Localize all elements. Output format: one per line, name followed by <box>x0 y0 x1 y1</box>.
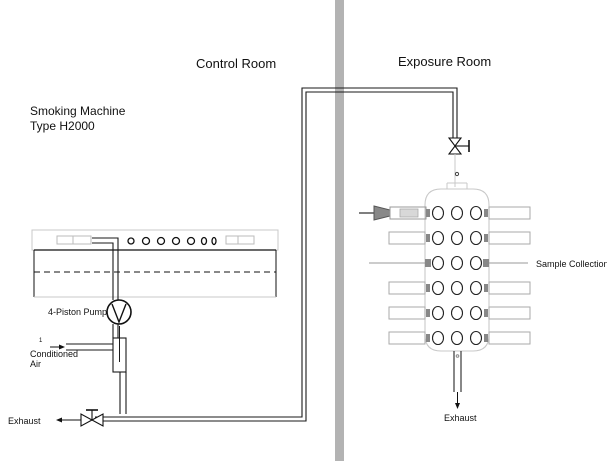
exposure-port <box>469 255 483 271</box>
exposure-ports <box>388 205 531 346</box>
machine-port <box>200 236 208 246</box>
tube-cap-right <box>484 309 488 317</box>
tube-cap-left <box>426 309 430 317</box>
transfer-pipe-outer <box>95 87 458 418</box>
tube-cap-right <box>484 209 488 217</box>
pump-label: 4-Piston Pump <box>48 307 107 317</box>
exposure-port <box>450 255 464 271</box>
air-arrow-head-icon <box>59 344 65 350</box>
exhaust-label-right: Exhaust <box>444 413 477 423</box>
exposure-port <box>469 205 483 221</box>
exposure-port <box>450 205 464 221</box>
tube-cap-right <box>484 334 488 342</box>
tray-cigarette-left-a <box>56 235 74 245</box>
tray-cigarette-right-a <box>225 235 239 245</box>
tube-cap-left <box>426 284 430 292</box>
chamber-inlet-valve <box>447 137 470 155</box>
machine-port <box>211 236 217 246</box>
exhaust-arrow-head-left-icon <box>56 417 62 423</box>
exhaust-valve-left <box>80 409 104 427</box>
exposure-port <box>469 230 483 246</box>
machine-port <box>141 236 151 246</box>
animal-tube-right <box>488 231 531 245</box>
exhaust-arrow-head-right-icon <box>455 403 460 409</box>
animal-tube-right <box>488 281 531 295</box>
animal-tube-left <box>388 306 426 320</box>
exposure-room-label: Exposure Room <box>398 54 491 69</box>
machine-name-label: Smoking Machine <box>30 104 126 118</box>
pump-symbol-icon <box>111 303 127 324</box>
animal-tube-left <box>388 331 426 345</box>
inlet-holder-hatch <box>399 208 419 218</box>
four-piston-pump <box>106 299 132 325</box>
tube-cap-right <box>484 234 488 242</box>
tube-cap-right <box>484 284 488 292</box>
air-label: Air <box>30 359 41 369</box>
machine-port <box>186 236 196 246</box>
exposure-port <box>431 205 445 221</box>
room-divider-wall <box>335 0 344 461</box>
machine-type-label: Type H2000 <box>30 119 95 133</box>
transfer-pipe-inner <box>95 91 454 422</box>
machine-port <box>127 237 135 245</box>
exposure-port <box>450 330 464 346</box>
exposure-port <box>431 280 445 296</box>
animal-tube-right <box>488 331 531 345</box>
smoking-machine <box>31 229 279 298</box>
valve-bowtie-icon <box>80 413 94 427</box>
exhaust-label-left: Exhaust <box>8 416 41 426</box>
exposure-port <box>431 255 445 271</box>
chamber-drain-dot <box>455 354 460 358</box>
tube-cap-left <box>426 234 430 242</box>
machine-port <box>171 236 181 246</box>
smoke-inlet-holder <box>359 205 427 221</box>
tube-cap-left <box>426 334 430 342</box>
pipe-tray-to-pump-inner <box>92 242 114 300</box>
exposure-port <box>469 330 483 346</box>
air-marker-label: 1 <box>39 338 43 344</box>
sample-collection-label: Sample Collection <box>536 259 607 269</box>
exposure-port <box>469 280 483 296</box>
conditioned-label: Conditioned <box>30 349 78 359</box>
machine-tray <box>31 229 279 251</box>
probe-cap-right <box>483 259 489 267</box>
animal-tube-right <box>488 206 531 220</box>
inlet-cone-icon <box>373 205 391 221</box>
smoke-pipe <box>66 87 458 422</box>
exposure-port <box>431 230 445 246</box>
exposure-port <box>469 305 483 321</box>
exposure-port <box>431 305 445 321</box>
control-room-label: Control Room <box>196 56 276 71</box>
valve-bowtie-icon <box>447 145 463 155</box>
probe-cap-left <box>425 259 431 267</box>
machine-port <box>156 236 166 246</box>
chamber-feed-dot <box>454 171 460 177</box>
exposure-port <box>431 330 445 346</box>
animal-tube-left <box>388 281 426 295</box>
valve-bowtie-icon <box>447 137 463 147</box>
tube-cap-left <box>426 209 430 217</box>
exposure-port <box>450 280 464 296</box>
pipe-tray-to-pump-outer <box>92 237 119 300</box>
exposure-port <box>450 305 464 321</box>
tray-cigarette-left-b <box>72 235 92 245</box>
exposure-chamber <box>424 188 490 352</box>
valve-bowtie-icon <box>90 413 104 427</box>
tray-cigarette-right-b <box>237 235 255 245</box>
exposure-port <box>450 230 464 246</box>
animal-tube-left <box>388 231 426 245</box>
animal-tube-right <box>488 306 531 320</box>
